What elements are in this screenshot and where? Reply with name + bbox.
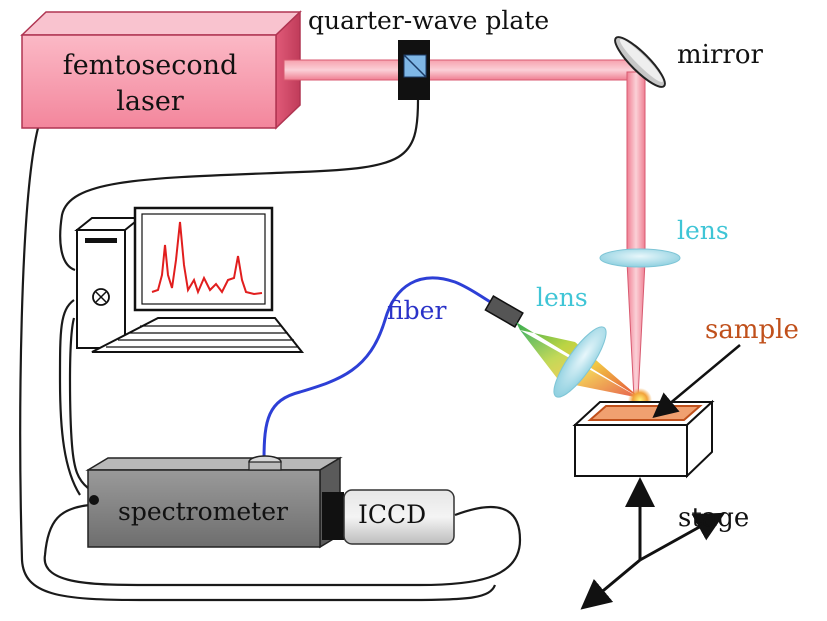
- fiber-cable: [262, 276, 493, 461]
- stage-block: [572, 399, 715, 479]
- stage-axes-icon: [580, 477, 726, 610]
- quarter-wave-plate-icon: [398, 40, 430, 100]
- lens-top-label: lens: [677, 216, 729, 245]
- cable-pc-to-spectrometer: [58, 299, 81, 496]
- quarter-wave-plate-label: quarter-wave plate: [308, 6, 550, 35]
- lens-side-icon: [553, 326, 607, 398]
- laser-label-line1: femtosecond: [62, 50, 238, 81]
- laser-beam-horizontal: [283, 59, 642, 81]
- sample-plate: [587, 405, 703, 421]
- fiber-label: fiber: [387, 296, 447, 325]
- fiber-collimator-icon: [484, 295, 524, 328]
- iccd-label: ICCD: [358, 500, 427, 529]
- laser-beam-focused: [626, 261, 646, 399]
- femtosecond-laser: [20, 10, 302, 130]
- mirror-label: mirror: [677, 40, 763, 70]
- spectrum-trace: [151, 221, 263, 296]
- monitor-icon: [133, 206, 274, 312]
- sample-label: sample: [705, 315, 799, 345]
- cable-laser-to-bottom: [19, 127, 497, 602]
- cable-pc-to-spectrometer-2: [68, 317, 89, 489]
- laser-beam-vertical: [626, 71, 646, 255]
- laser-label-line2: laser: [116, 86, 184, 117]
- mirror-icon: [614, 36, 666, 88]
- cable-iccd-loop: [43, 503, 522, 587]
- spectrometer-label: spectrometer: [118, 497, 288, 526]
- lens-top-icon: [599, 248, 681, 268]
- lens-side-label: lens: [536, 283, 588, 312]
- keyboard-icon: [91, 317, 305, 353]
- computer-tower-icon: [74, 217, 143, 349]
- cables: [19, 99, 522, 602]
- iccd-camera: [322, 489, 455, 545]
- cable-wave-plate-to-pc: [59, 99, 420, 272]
- sample-arrow: [652, 344, 741, 419]
- stage-label: stage: [678, 503, 750, 533]
